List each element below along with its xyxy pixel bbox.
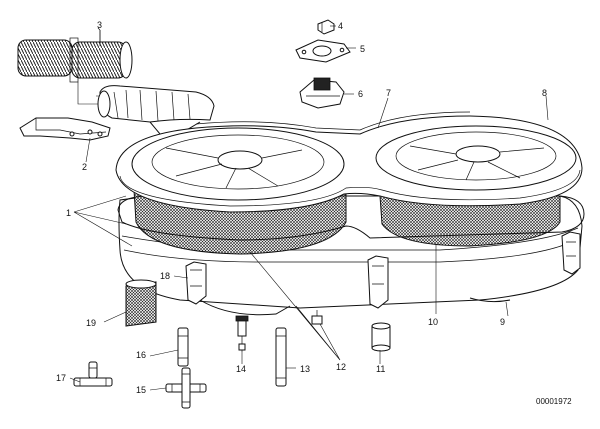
callout-6: 6: [358, 89, 363, 99]
callout-19: 19: [86, 318, 96, 328]
intake-snorkel: [97, 85, 215, 135]
mounting-bracket: [19, 117, 111, 141]
callout-labels: 1 2 3 4 5 6 7 8 9 10 11 12 13 14 15 16 1…: [56, 20, 547, 395]
callout-17: 17: [56, 373, 66, 383]
callout-13: 13: [300, 364, 310, 374]
t-connector: [73, 361, 113, 387]
hose-piece: [177, 327, 189, 367]
callout-3: 3: [97, 20, 102, 30]
valve-part: [235, 315, 249, 352]
callout-16: 16: [136, 350, 146, 360]
callout-14: 14: [236, 364, 246, 374]
clip-part: [317, 19, 335, 35]
leader-lines: [69, 25, 549, 391]
callout-1: 1: [66, 208, 71, 218]
cross-connector: [165, 367, 207, 409]
callout-7: 7: [386, 88, 391, 98]
callout-2: 2: [82, 162, 87, 172]
air-filter-housing: [115, 111, 585, 316]
callout-8: 8: [542, 88, 547, 98]
callout-11: 11: [376, 364, 385, 374]
housing-clamps: [185, 231, 581, 309]
callout-9: 9: [500, 317, 505, 327]
bushing-part: [371, 322, 391, 352]
callout-5: 5: [360, 44, 365, 54]
sensor-part: [299, 77, 345, 109]
callout-18: 18: [160, 271, 170, 281]
callout-4: 4: [338, 21, 343, 31]
filter-sleeve: [125, 279, 157, 327]
callout-10: 10: [428, 317, 438, 327]
plug-part: [311, 310, 323, 325]
callout-12: 12: [336, 362, 346, 372]
long-hose: [275, 327, 287, 387]
intake-hose: [17, 27, 133, 83]
reference-number: 00001972: [536, 397, 572, 406]
gasket-plate: [295, 39, 351, 63]
callout-15: 15: [136, 385, 146, 395]
